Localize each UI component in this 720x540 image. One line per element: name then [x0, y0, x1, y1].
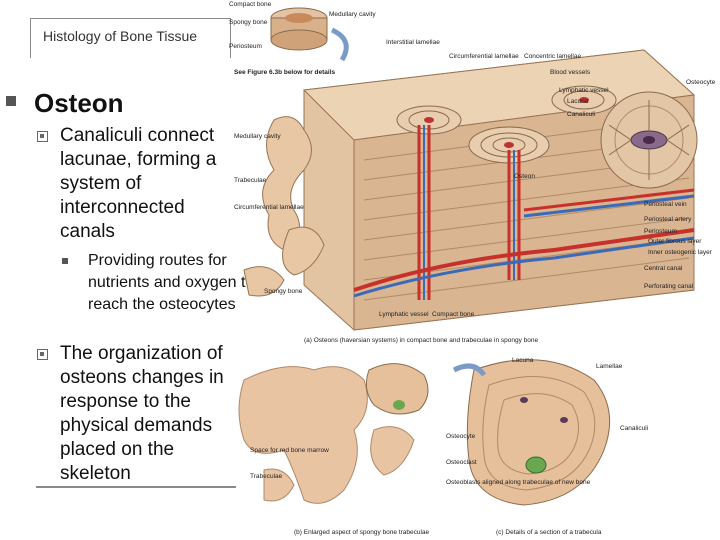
label-compact-bone-mid: Compact bone — [432, 311, 475, 318]
label-lamellae: Lamellae — [596, 363, 623, 370]
label-spongy-bone-mid: Spongy bone — [264, 288, 303, 295]
label-periosteal-vein: Periosteal vein — [644, 201, 687, 208]
figure-caption-a: (a) Osteons (haversian systems) in compa… — [304, 337, 539, 344]
footer-rule — [36, 486, 236, 488]
label-space-red-marrow: Space for red bone marrow — [250, 447, 329, 454]
label-medullary-cavity-top: Medullary cavity — [329, 11, 376, 18]
label-osteoclast: Osteoclast — [446, 459, 477, 466]
label-canaliculi-bottom: Canaliculi — [620, 425, 648, 432]
level1-bullet-marker — [6, 96, 16, 106]
label-blood-vessels: Blood vessels — [550, 69, 591, 76]
label-spongy-bone: Spongy bone — [229, 19, 268, 26]
label-perforating-canal: Perforating canal — [644, 283, 694, 290]
label-lacuna: Lacuna — [512, 357, 534, 364]
label-canaliculi: Canaliculi — [567, 111, 595, 118]
arrow-icon-2 — [452, 363, 487, 377]
bullet-organization: The organization of osteons changes in r… — [60, 343, 224, 484]
bullet-canaliculi: Canaliculi connect lacunae, forming a sy… — [60, 125, 217, 242]
label-osteoblasts: Osteoblasts aligned along trabeculae of … — [446, 479, 591, 486]
osteoclast-cell — [525, 456, 547, 474]
label-lymphatic-vessel-top: Lymphatic vessel — [559, 87, 609, 94]
header-frame-left — [30, 18, 31, 58]
level3-bullet-marker — [62, 258, 68, 264]
label-compact-bone: Compact bone — [229, 1, 272, 8]
compact-bone-block — [302, 49, 696, 331]
trabecula-detail — [466, 359, 611, 506]
label-osteocyte-top: Osteocyte — [686, 79, 716, 86]
label-lymphatic-vessel: Lymphatic vessel — [379, 311, 429, 318]
label-trabeculae: Trabeculae — [234, 177, 267, 184]
label-concentric-lamellae: Concentric lamellae — [524, 53, 581, 60]
label-lacuna-top: Lacuna — [567, 98, 589, 105]
osteocyte-inset — [600, 91, 698, 189]
long-bone-inset — [270, 7, 328, 51]
spongy-bone-enlarged — [238, 366, 415, 504]
label-medullary-cavity: Medullary cavity — [234, 133, 281, 140]
label-outer-fibrous-layer: Outer fibrous layer — [648, 238, 702, 245]
bullet-routes: Providing routes for nutrients and oxyge… — [88, 252, 255, 313]
label-central-canal: Central canal — [644, 265, 683, 272]
label-osteocyte: Osteocyte — [446, 433, 476, 440]
label-periosteum: Periosteum — [644, 228, 677, 235]
slide-header-title: Histology of Bone Tissue — [43, 28, 198, 44]
header-frame-right — [230, 18, 231, 58]
label-trabeculae-bottom: Trabeculae — [250, 473, 283, 480]
arrow-icon — [330, 27, 349, 62]
label-interstitial-lamellae: Interstitial lamellae — [386, 39, 440, 46]
trabecula-small — [365, 363, 429, 415]
level2-bullet-marker — [37, 131, 48, 142]
label-circumferential-lamellae: Circumferential lamellae — [234, 204, 304, 211]
label-see-figure: See Figure 6.3b below for details — [234, 69, 336, 76]
label-inner-osteogenic-layer: Inner osteogenic layer — [648, 249, 713, 256]
spongy-bone-trabeculae — [243, 116, 325, 297]
label-periosteal-artery: Periosteal artery — [644, 216, 692, 223]
figure-caption-c: (c) Details of a section of a trabecula — [496, 529, 602, 536]
label-periosteum-top: Periosteum — [229, 43, 262, 50]
bone-histology-figure: Compact bone Spongy bone Medullary cavit… — [229, 1, 716, 536]
header-frame-top — [30, 18, 230, 19]
label-osteon: Osteon — [514, 173, 535, 180]
level2-bullet-marker-2 — [37, 349, 48, 360]
bullet-osteon: Osteon — [34, 88, 124, 118]
figure-caption-b: (b) Enlarged aspect of spongy bone trabe… — [294, 529, 430, 536]
label-circumferential-lamellae-top: Circumferential lamellae — [449, 53, 519, 60]
